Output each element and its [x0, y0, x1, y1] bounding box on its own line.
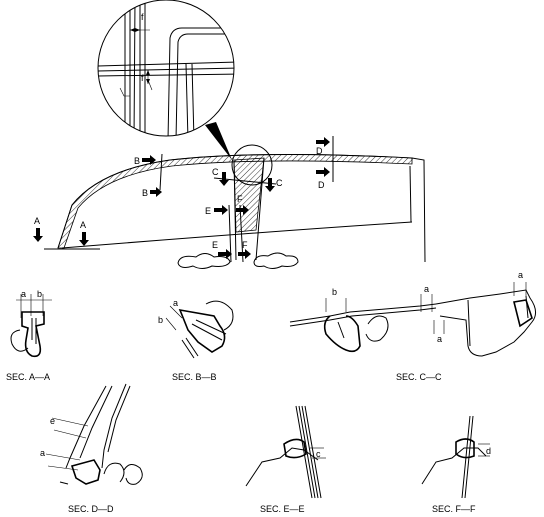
marker-a-left-arrow — [33, 228, 43, 242]
sec-cc-dim-b: b — [332, 287, 337, 297]
sec-dd-pillar — [65, 385, 113, 469]
sec-cc-caption: SEC. C—C — [396, 372, 442, 382]
marker-e-top: E — [205, 206, 211, 216]
sec-bb-dim-a: a — [173, 298, 178, 308]
sec-dd-dim-e: e — [50, 416, 55, 426]
marker-f-bottom-arrow — [238, 249, 251, 259]
marker-b-top: B — [134, 156, 140, 166]
sec-cc-dim-a2: a — [437, 334, 442, 344]
section-markers: A A B B C C D D E E F F — [33, 137, 330, 259]
sec-ee-dim-c: c — [316, 449, 321, 459]
sec-aa-profile — [21, 311, 45, 358]
rear-door-handle — [253, 252, 299, 269]
marker-c-left: C — [212, 167, 219, 177]
sec-dd-caption: SEC. D—D — [68, 504, 114, 514]
section-a-a: a b SEC. A—A — [6, 289, 52, 382]
roof-rail-hatch — [57, 154, 413, 249]
marker-e-bottom: E — [212, 240, 218, 250]
marker-f-top-arrow — [236, 205, 249, 215]
marker-c-right: C — [276, 178, 283, 188]
sec-aa-dim-a: a — [21, 289, 26, 299]
front-door-handle — [177, 253, 231, 269]
detail-focus-circle — [231, 144, 273, 186]
sec-dd-dim-a: a — [40, 448, 45, 458]
sec-cc-left-panel — [289, 303, 437, 323]
detail-circle — [97, 0, 235, 137]
section-f-f: d SEC. F—F — [421, 415, 491, 514]
marker-d-top-arrow — [316, 137, 330, 147]
sec-aa-dim-b: b — [37, 289, 42, 299]
sec-ff-seal — [455, 438, 475, 459]
sec-cc-dim-a3: a — [518, 270, 523, 280]
sec-cc-right-panel — [435, 289, 536, 357]
sec-ff-panel — [421, 447, 487, 485]
marker-b-top-arrow — [142, 155, 156, 165]
marker-c-left-arrow — [219, 172, 229, 186]
sec-bb-profile — [178, 308, 226, 353]
sec-ee-caption: SEC. E—E — [260, 504, 305, 514]
marker-f-bottom: F — [242, 240, 248, 250]
sec-bb-caption: SEC. B—B — [172, 372, 217, 382]
marker-b-bottom: B — [142, 188, 148, 198]
sec-dd-seal — [70, 459, 101, 485]
marker-c-right-arrow — [265, 178, 275, 192]
sec-ee-seal — [283, 438, 307, 459]
marker-e-bottom-arrow — [218, 249, 232, 259]
detail-dim-f-top: f — [141, 12, 144, 22]
section-e-e: c SEC. E—E — [245, 405, 326, 514]
sec-ff-caption: SEC. F—F — [432, 504, 476, 514]
marker-d-top: D — [316, 146, 323, 156]
detail-view: f f — [97, 0, 235, 137]
marker-f-top: F — [237, 194, 243, 204]
sec-bb-dim-b: b — [158, 315, 163, 325]
sec-cc-seal — [323, 315, 361, 353]
section-c-c: b a a a SEC. C—C — [289, 270, 536, 382]
marker-e-top-arrow — [214, 205, 228, 215]
sec-aa-caption: SEC. A—A — [6, 372, 50, 382]
sec-cc-dim-a1: a — [424, 284, 429, 294]
marker-d-bottom: D — [318, 180, 325, 190]
sec-ff-dim-d: d — [486, 446, 491, 456]
sec-cc-retainer — [513, 299, 533, 328]
detail-callout-pointer — [205, 122, 232, 160]
section-d-d: e a SEC. D—D — [40, 383, 143, 514]
belt-line — [61, 221, 413, 249]
detail-dim-f-side: f — [141, 73, 144, 83]
marker-b-bottom-arrow — [150, 187, 162, 197]
marker-a-right: A — [80, 220, 86, 230]
section-b-b: a b SEC. B—B — [158, 298, 234, 382]
rear-pillar — [411, 157, 426, 263]
marker-a-left: A — [34, 216, 40, 226]
marker-d-bottom-arrow — [316, 167, 330, 177]
marker-a-right-arrow — [79, 232, 89, 246]
vehicle-side-view — [44, 122, 426, 269]
